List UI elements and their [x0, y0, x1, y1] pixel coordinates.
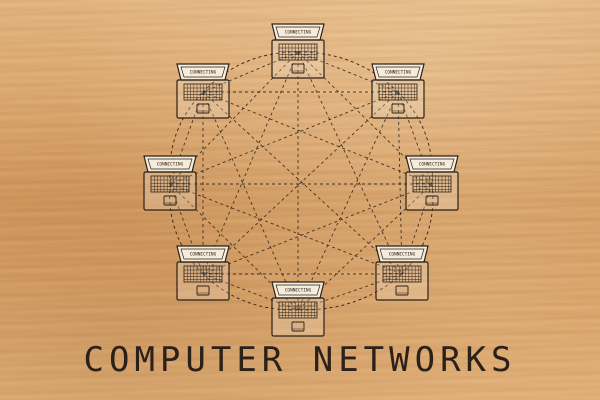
network-link [169, 51, 299, 185]
network-link [397, 91, 433, 185]
network-link [297, 51, 403, 275]
touchpad [425, 195, 439, 206]
touchpad [196, 103, 210, 114]
network-link [297, 273, 403, 311]
laptop-screen-text: CONNECTING [285, 288, 312, 294]
network-links [169, 51, 434, 311]
touchpad [395, 285, 409, 296]
touchpad [291, 63, 305, 74]
laptop-icon: CONNECTING [371, 63, 425, 119]
laptop-icon: CONNECTING [143, 155, 197, 211]
laptop-screen-text: CONNECTING [157, 162, 184, 168]
network-link [202, 183, 433, 275]
laptop-screen-text: CONNECTING [389, 252, 416, 258]
keyboard [382, 265, 422, 283]
network-link [169, 91, 399, 185]
keyboard [183, 265, 223, 283]
keyboard [278, 301, 318, 319]
keyboard [378, 83, 418, 101]
keyboard [278, 43, 318, 61]
page-title: COMPUTER NETWORKS [83, 340, 517, 380]
network-link [202, 91, 403, 275]
laptop-icon: CONNECTING [405, 155, 459, 211]
touchpad [196, 285, 210, 296]
laptop-icon: CONNECTING [176, 245, 230, 301]
network-link [202, 51, 299, 93]
laptop-icon: CONNECTING [271, 23, 325, 79]
keyboard [183, 83, 223, 101]
laptop-icon: CONNECTING [271, 281, 325, 337]
network-link [202, 91, 433, 185]
laptop-screen-text: CONNECTING [285, 30, 312, 36]
keyboard [150, 175, 190, 193]
keyboard [412, 175, 452, 193]
touchpad [291, 321, 305, 332]
network-link [202, 91, 399, 275]
laptop-screen-text: CONNECTING [190, 70, 217, 76]
laptop-icon: CONNECTING [176, 63, 230, 119]
network-ring-link [169, 91, 204, 185]
network-link [297, 91, 399, 311]
network-link [202, 273, 299, 311]
network-ring-link [401, 183, 434, 275]
network-link [397, 91, 403, 275]
network-link [169, 91, 204, 185]
network-ring-link [397, 91, 433, 185]
touchpad [391, 103, 405, 114]
laptop-screen-text: CONNECTING [190, 252, 217, 258]
laptop-icon: CONNECTING [375, 245, 429, 301]
touchpad [163, 195, 177, 206]
network-link [202, 51, 299, 275]
laptop-screen-text: CONNECTING [419, 162, 446, 168]
laptop-screen-text: CONNECTING [385, 70, 412, 76]
network-ring-link [297, 273, 403, 311]
network-link [297, 183, 433, 311]
network-ring-link [169, 183, 204, 275]
